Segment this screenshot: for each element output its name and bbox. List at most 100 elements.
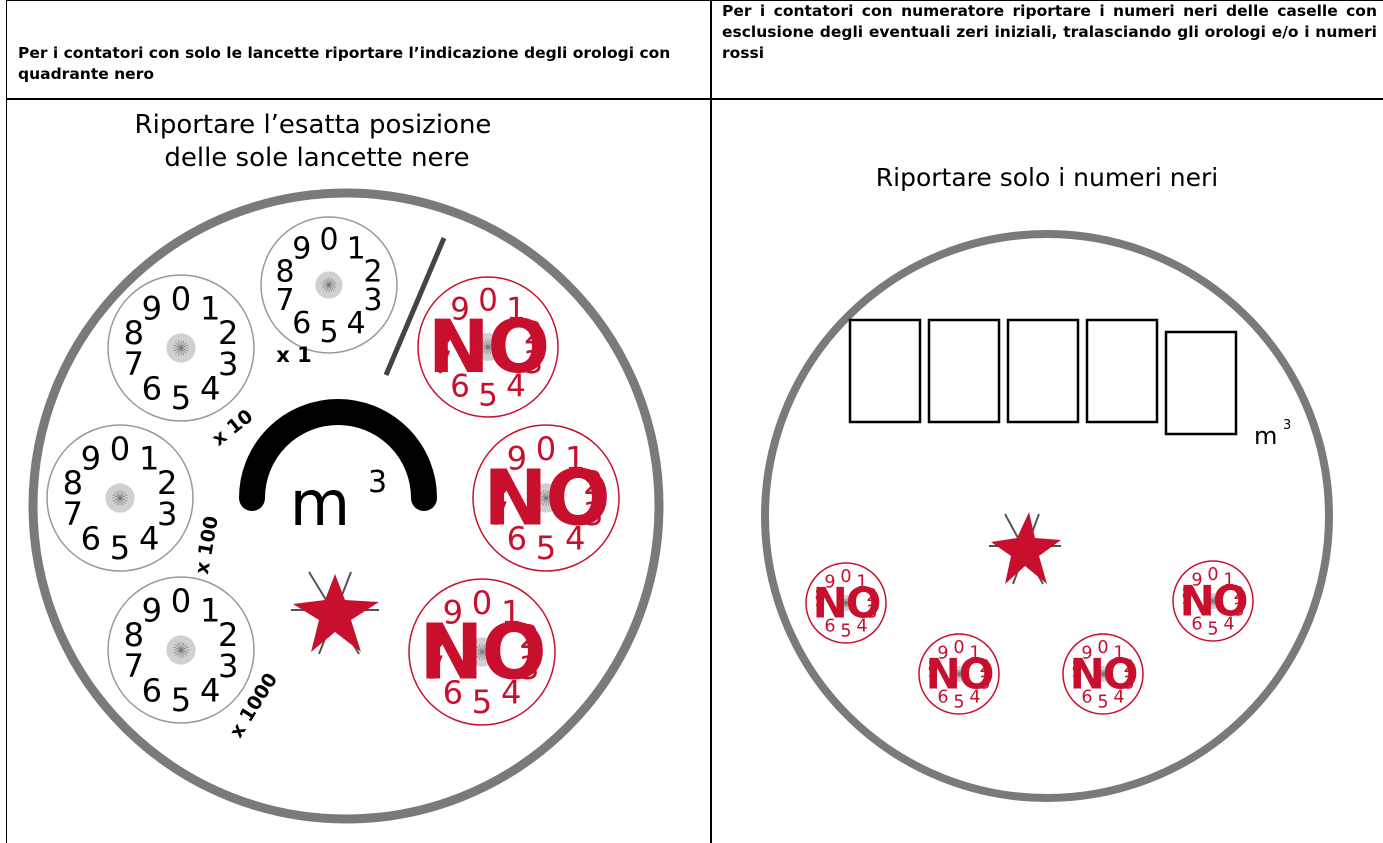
dial-label-x1: x 1 (276, 343, 311, 367)
dial-digit: 9 (450, 292, 470, 328)
dial-digit: 3 (519, 649, 539, 687)
dial-digit: 4 (1223, 614, 1234, 634)
dial-digit: 8 (124, 314, 144, 352)
dial-digit: 8 (489, 464, 509, 502)
dial-digit: 9 (507, 439, 527, 477)
dial-digit: 3 (979, 674, 990, 694)
dial-digit: 5 (478, 378, 498, 414)
header-divider (6, 98, 1383, 100)
dial-digit: 8 (276, 254, 295, 289)
dial-digit: 0 (1097, 638, 1108, 658)
separator-line (383, 237, 447, 376)
dial-digit: 2 (218, 616, 238, 654)
dial-digit: 7 (63, 495, 83, 533)
left-caption-line2: delle sole lancette nere (164, 143, 469, 173)
dial-digit: 0 (472, 584, 492, 622)
dial-digit: 3 (218, 647, 238, 685)
dial-digit: 6 (507, 520, 527, 558)
dial-digit: 1 (506, 292, 526, 328)
dial-digit: 3 (1123, 674, 1134, 694)
dial-digit: 5 (840, 622, 851, 642)
dial-digit: 3 (218, 345, 238, 383)
dial-digit: 9 (142, 591, 162, 629)
dial-digit: 4 (501, 674, 521, 712)
dial-digit: 5 (1097, 693, 1108, 713)
digit-box (1006, 318, 1080, 424)
dial-digit: 5 (319, 315, 338, 350)
dial-digit: 7 (1072, 674, 1083, 694)
dial-digit: 5 (472, 683, 492, 721)
no-mark: NO (419, 608, 544, 697)
dial-digit: 5 (171, 379, 191, 417)
right-caption: Riportare solo i numeri neri (876, 163, 1218, 192)
dial-digit: 6 (142, 672, 162, 710)
flow-star-right (989, 512, 1061, 585)
dial-digit: 0 (953, 638, 964, 658)
dial-digit: 1 (200, 289, 220, 327)
dial-digit: 6 (824, 616, 835, 636)
dial-digit: 0 (319, 223, 338, 258)
dial-digit: 7 (928, 674, 939, 694)
right-unit-exp: 3 (1283, 418, 1291, 433)
dial-digit: 1 (856, 572, 867, 592)
dial-digit: 7 (124, 345, 144, 383)
dial-digit: 0 (171, 280, 191, 318)
dial-digit: 1 (969, 643, 980, 663)
dial-digit: 4 (856, 616, 867, 636)
dial-digit: 0 (478, 282, 498, 318)
dial-digit: 1 (1113, 643, 1124, 663)
left-meter-ring (28, 188, 664, 824)
dial-digit: 3 (363, 283, 382, 318)
dial-digit: 4 (565, 520, 585, 558)
dial-digit: 7 (489, 495, 509, 533)
dial-digit: 5 (1207, 620, 1218, 640)
dial-digit: 0 (110, 430, 130, 468)
dial-digit: 9 (937, 643, 948, 663)
dial-digit: 8 (1072, 657, 1083, 677)
left-caption-line1: Riportare l’esatta posizione (135, 110, 492, 140)
dial-digit: 7 (124, 647, 144, 685)
left-unit: m (290, 467, 350, 540)
dial-digit: 2 (523, 315, 543, 351)
no-mark: NO (926, 649, 993, 698)
dial-digit: 0 (1207, 565, 1218, 585)
dial-digit: 7 (815, 603, 826, 623)
dial-digit: 6 (1191, 614, 1202, 634)
dial-digit: 4 (969, 687, 980, 707)
dial-digit: 9 (1081, 643, 1092, 663)
dial-digit: 9 (1191, 570, 1202, 590)
dial-digit: 5 (110, 529, 130, 567)
dial-digit: 8 (1182, 584, 1193, 604)
dial-digit: 1 (139, 439, 159, 477)
dial-digit: 2 (363, 254, 382, 289)
dial-digit: 0 (840, 567, 851, 587)
dial-digit: 2 (218, 314, 238, 352)
dial-digit: 9 (443, 593, 463, 631)
dial-digit: 9 (292, 231, 311, 266)
dial-digit: 4 (200, 672, 220, 710)
dial-label-x100: x 100 (191, 514, 223, 575)
dial-digit: 6 (937, 687, 948, 707)
dial-digit: 8 (928, 657, 939, 677)
dial-digit: 8 (63, 464, 83, 502)
dial-digit: 7 (433, 345, 453, 381)
dial-digit: 8 (815, 586, 826, 606)
m3-arch (239, 399, 437, 511)
dial-digit: 7 (425, 649, 445, 687)
no-mark: NO (483, 454, 608, 543)
no-mark: NO (1070, 649, 1137, 698)
dial-digit: 5 (953, 693, 964, 713)
dial-digit: 2 (519, 618, 539, 656)
no-mark: NO (813, 578, 880, 627)
dial-digit: 3 (583, 495, 603, 533)
